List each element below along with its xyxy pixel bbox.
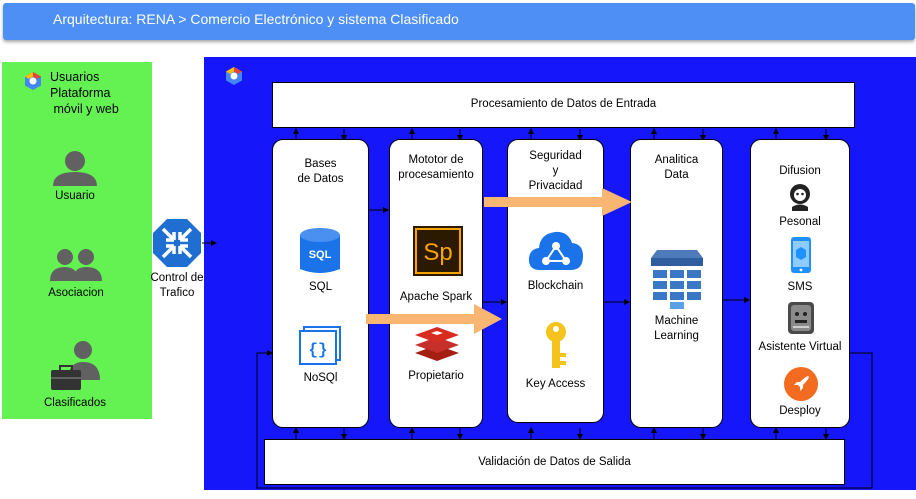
analytics-title-1: Analitica <box>654 154 699 166</box>
broadcast-title: Difusion <box>779 165 821 177</box>
security-title-1: Seguridad <box>529 150 582 162</box>
security-title-2: y <box>552 165 559 177</box>
user-label: Usuario <box>55 190 95 202</box>
ml-label-2: Learning <box>654 330 699 342</box>
users-title-1: Usuarios <box>50 70 100 84</box>
cloud-hexagon-icon <box>25 72 41 90</box>
security-column <box>507 139 604 423</box>
proprietary-stack-icon <box>415 327 459 361</box>
deploy-rocket-icon <box>784 367 818 401</box>
flow-arrow-engine <box>366 304 502 334</box>
sql-database-icon: SQL <box>300 228 340 273</box>
traffic-control-icon <box>153 219 201 267</box>
sms-phone-icon <box>791 237 811 273</box>
traffic-label-2: Trafico <box>159 287 195 299</box>
seller-icon <box>51 341 100 390</box>
proprietary-label: Propietario <box>408 370 464 382</box>
engine-column <box>389 139 483 428</box>
blockchain-label: Blockchain <box>527 280 584 292</box>
cloud-hexagon-icon <box>226 67 242 85</box>
analytics-title-2: Data <box>664 169 689 181</box>
input-processing-box <box>272 82 855 128</box>
databases-title-1: Bases <box>304 158 337 170</box>
output-validation-label: Validación de Datos de Salida <box>478 456 631 468</box>
deploy-label: Desploy <box>779 405 821 417</box>
spark-icon: Sp <box>413 226 463 276</box>
databases-column <box>272 139 369 428</box>
engine-title-1: Mototor de <box>408 154 464 166</box>
databases-title-2: de Datos <box>297 173 344 185</box>
personal-support-icon <box>790 184 810 211</box>
ml-label-1: Machine <box>654 315 699 327</box>
blockchain-cloud-icon <box>528 231 583 270</box>
output-validation-box <box>264 439 845 485</box>
sms-label: SMS <box>787 281 813 293</box>
group-icon <box>50 249 102 281</box>
virtual-assistant-label: Asistente Virtual <box>758 341 842 353</box>
title-bar <box>3 3 915 40</box>
nosql-label: NoSQl <box>303 372 338 384</box>
input-processing-label: Procesamiento de Datos de Entrada <box>470 98 657 110</box>
nosql-document-icon: {} <box>299 326 341 365</box>
sql-label: SQL <box>308 281 332 293</box>
security-title-3: Privacidad <box>528 180 583 192</box>
spark-label: Apache Spark <box>399 291 473 303</box>
personal-label: Pesonal <box>779 216 821 228</box>
svg-text:SQL: SQL <box>309 249 332 261</box>
virtual-assistant-icon <box>788 302 814 334</box>
users-title-3: móvil y web <box>50 102 119 116</box>
traffic-label-1: Control de <box>150 272 204 284</box>
flow-arrow-analytics <box>484 188 632 216</box>
diagram-title: Arquitectura: RENA > Comercio Electrónic… <box>53 11 459 27</box>
engine-title-2: procesamiento <box>398 169 474 181</box>
user-icon <box>53 151 97 186</box>
users-panel <box>2 62 152 419</box>
classifieds-label: Clasificados <box>44 397 106 409</box>
svg-text:Sp: Sp <box>423 239 452 266</box>
key-access-label: Key Access <box>525 378 586 390</box>
machine-learning-icon <box>651 250 703 309</box>
svg-text:{}: {} <box>308 341 327 359</box>
association-label: Asociacion <box>48 287 104 299</box>
users-title-2: Plataforma <box>50 86 111 100</box>
key-icon <box>546 322 566 368</box>
